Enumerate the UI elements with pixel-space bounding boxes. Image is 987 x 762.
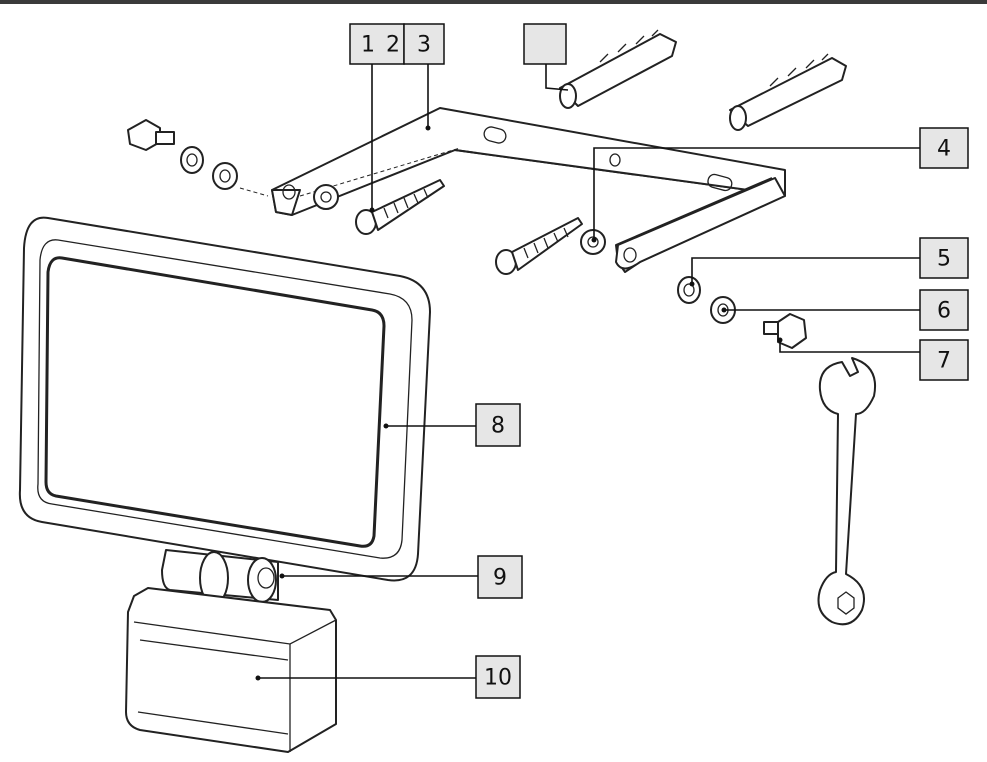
bracket-bolt-right (763, 313, 807, 349)
star-washer-left (313, 184, 339, 210)
callout-blank (523, 23, 567, 65)
callout-label-9: 9 (493, 566, 507, 591)
washer-right-5 (677, 276, 701, 304)
washer-left-2 (212, 162, 238, 190)
mounting-bracket (239, 107, 786, 273)
callout-4: 4 (919, 127, 969, 169)
top-border (0, 0, 987, 4)
leader-lines (255, 64, 920, 681)
callout-label-3: 3 (417, 33, 431, 58)
bracket-bolt-left (127, 119, 175, 151)
wrench (817, 357, 876, 626)
callout-9: 9 (477, 555, 523, 599)
callout-label-5: 5 (937, 247, 951, 272)
wall-plug-1 (559, 29, 677, 109)
callout-7: 7 (919, 339, 969, 381)
callout-10: 10 (475, 655, 521, 699)
callout-label-8: 8 (491, 414, 505, 439)
callout-6: 6 (919, 289, 969, 331)
callout-label-4: 4 (937, 137, 951, 162)
motion-sensor (125, 587, 337, 753)
callout-label-2: 2 (386, 33, 400, 58)
callout-label-6: 6 (937, 299, 951, 324)
callout-8: 8 (475, 403, 521, 447)
callout-1-2: 1 2 (349, 23, 405, 65)
callout-label-7: 7 (937, 349, 951, 374)
callout-3: 3 (403, 23, 445, 65)
wood-screw-right (495, 217, 583, 275)
callout-5: 5 (919, 237, 969, 279)
floodlight-head (18, 216, 431, 582)
washer-left (180, 146, 204, 174)
callout-label-1: 1 (361, 33, 375, 58)
callout-label-10: 10 (484, 666, 512, 691)
wall-plug-2 (729, 53, 847, 131)
pivot-joint (161, 549, 279, 605)
wood-screw-left (355, 179, 445, 235)
